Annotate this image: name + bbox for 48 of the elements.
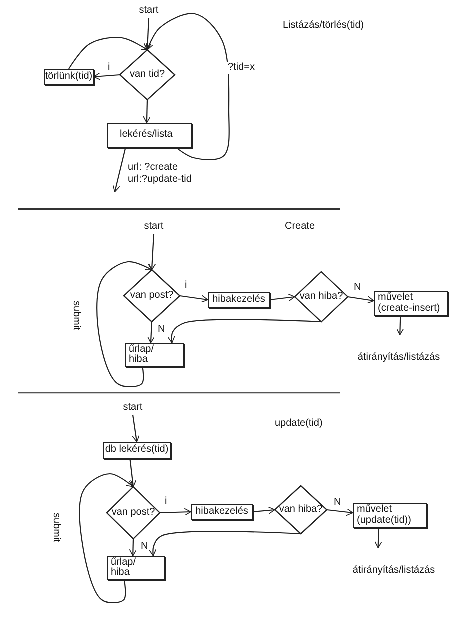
arrow	[374, 528, 382, 548]
section-title: update(tid)	[275, 418, 323, 429]
arrow	[128, 458, 137, 488]
process-box: törlünk(tid)	[44, 69, 94, 85]
arrow	[112, 148, 126, 192]
terminal-text: átirányítás/listázás	[343, 351, 455, 365]
arrow	[132, 414, 140, 442]
arrow	[79, 473, 134, 604]
terminal-text: start	[117, 401, 149, 415]
process-box: űrlap/ hiba	[125, 343, 184, 367]
decision-diamond: van hiba?	[275, 486, 327, 534]
arrow	[160, 508, 192, 516]
arrow	[144, 18, 152, 50]
edge-label: submit	[70, 300, 82, 332]
arrow	[180, 295, 208, 303]
arrow	[147, 322, 156, 344]
arrow	[146, 13, 230, 160]
process-box: művelet (create-insert)	[374, 291, 448, 316]
process-box: űrlap/ hiba	[107, 556, 165, 580]
terminal-text: start	[138, 220, 170, 234]
arrow	[148, 234, 156, 270]
decision-diamond: van tid?	[120, 50, 175, 100]
decision-diamond: van post?	[107, 487, 160, 539]
arrow	[168, 319, 322, 344]
arrow	[143, 100, 152, 124]
decision-diamond: van hiba?	[295, 272, 348, 322]
arrow	[94, 72, 120, 80]
section-title: Listázás/törlés(tid)	[283, 20, 364, 31]
arrow	[348, 296, 374, 304]
decision-diamond: van post?	[124, 270, 180, 322]
edge-label: ?tid=x	[227, 62, 256, 74]
arrow	[148, 531, 302, 556]
arrow	[326, 508, 354, 516]
process-box: db lekérés(tid)	[103, 442, 171, 459]
section-title: Create	[285, 221, 316, 232]
arrow	[129, 538, 138, 556]
process-box: hibakezelés	[191, 504, 253, 520]
terminal-text: átirányítás/listázás	[338, 564, 450, 578]
arrow	[270, 294, 296, 302]
arrow	[396, 316, 404, 336]
process-box: művelet (update(tid))	[353, 503, 427, 528]
edge-label: submit	[50, 512, 62, 544]
terminal-text: start	[133, 4, 165, 18]
arrow	[96, 261, 152, 388]
process-box: lekérés/lista	[107, 123, 192, 148]
arrow	[252, 506, 276, 514]
arrow	[68, 37, 148, 70]
process-box: hibakezelés	[208, 292, 270, 308]
